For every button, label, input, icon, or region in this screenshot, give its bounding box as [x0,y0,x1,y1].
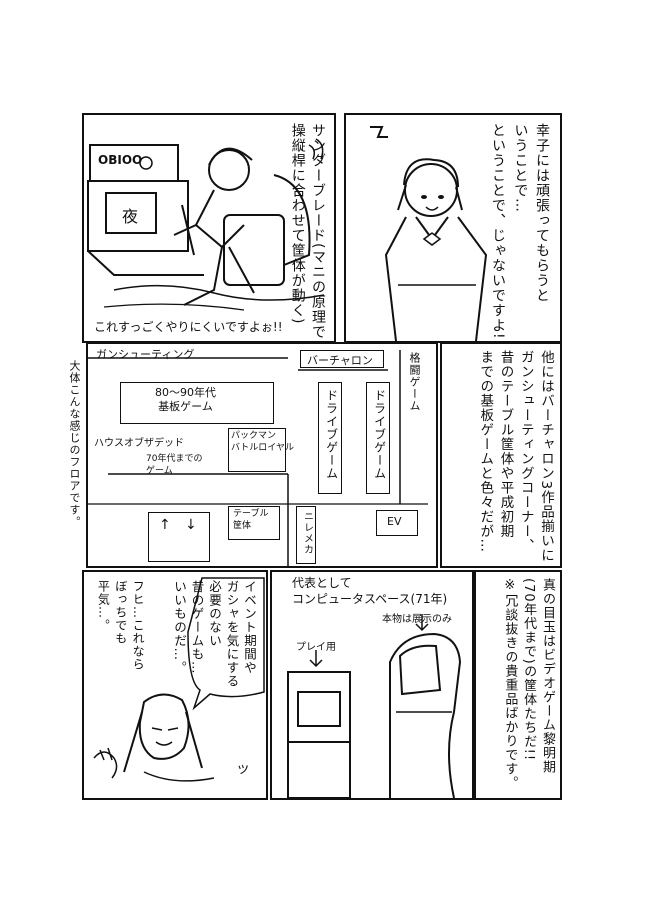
area-ufo-catcher: ニレメカ [296,506,316,564]
escalator: ↑ ↓ [148,512,210,562]
cockpit-illustration [87,138,325,311]
panel-floor-map: ガンシューティング バーチャロン 格闘ゲーム 80～90年代 基板ゲーム ハウス… [86,342,438,568]
area-gun-shooting: ガンシューティング [96,348,195,361]
area-pacman: パックマン バトルロイヤル [228,428,294,472]
panel-computer-space: 代表として コンピュータスペース(71年) 本物は展示のみ プレイ用 [270,570,474,800]
area-table-cabinet: テーブル 筐体 [228,506,280,540]
side-note-floor: 大体こんな感じのフロアです。 [68,360,82,528]
arrow-up-icon: ↑ [159,517,171,533]
narration-highlight: 真の目玉はビデオゲーム黎明期 (70年代まで)の筐体たちだ!! ※冗談抜きの貴重… [502,578,555,790]
cabinets-illustration [287,614,462,798]
area-pcb-games: 80～90年代 基板ゲーム [120,382,274,424]
label-display-only: 本物は展示のみ [382,614,452,625]
narration-thunder-blade: サンダーブレード(マニの原理で 操縦桿に合わせて筐体が動く) [289,123,326,340]
aside-loner-okay: フヒ…これなら ぼっちでも 平気…。 [96,580,146,671]
panel-loner-girl: イベント期間や ガシャを気にする 必要のない 昔のゲームも… いいものだ…。 フ… [82,570,268,800]
speech-bubble-old-games: イベント期間や ガシャを気にする 必要のない 昔のゲームも… いいものだ…。 [172,580,257,688]
panel-sachiko: 幸子には頑張ってもらうと いうことで… ということで、じゃないですよ!! [344,113,562,343]
panel-floor-narration: 他にはバーチャロン3作品揃いに ガンシューティングコーナー、 昔のテーブル筐体や… [440,342,562,568]
panel-highlight: 真の目玉はビデオゲーム黎明期 (70年代まで)の筐体たちだ!! ※冗談抜きの貴重… [474,570,562,800]
area-drive-game-2: ドライブゲーム [366,382,390,494]
area-house-of-dead: ハウスオブザデッド [94,438,184,449]
label-computer-space: 代表として コンピュータスペース(71年) [292,576,448,606]
score-display: OBIOO [98,153,143,167]
panel-thunder-blade: OBIOO 夜 サンダーブレード(マニの原理で 操縦桿に合わせて筐体が動く) こ… [82,113,336,343]
floor-plan-lines [88,350,428,566]
area-drive-game-1: ドライブゲーム [318,382,342,494]
sfx-mark: ッ [236,761,250,777]
caption-hard-to-play: これすっごくやりにくいですよぉ!! [94,320,283,334]
area-fighting: 格闘ゲーム [408,352,422,412]
label-for-play: プレイ用 [296,642,336,653]
speech-bubble-sachiko: 幸子には頑張ってもらうと いうことで… [512,123,550,303]
arrow-down-icon: ↓ [185,517,197,533]
girl-illustration [370,126,488,341]
area-virtual-on: バーチャロン [300,350,384,368]
narration-not-okay: ということで、じゃないですよ!! [490,123,506,343]
narration-floor: 他にはバーチャロン3作品揃いに ガンシューティングコーナー、 昔のテーブル筐体や… [477,350,554,563]
area-70s-games: 70年代までの ゲーム [146,454,203,476]
game-screen-text: 夜 [122,207,139,226]
area-elevator: EV [376,510,418,536]
girl-laughing-illustration [93,577,265,782]
